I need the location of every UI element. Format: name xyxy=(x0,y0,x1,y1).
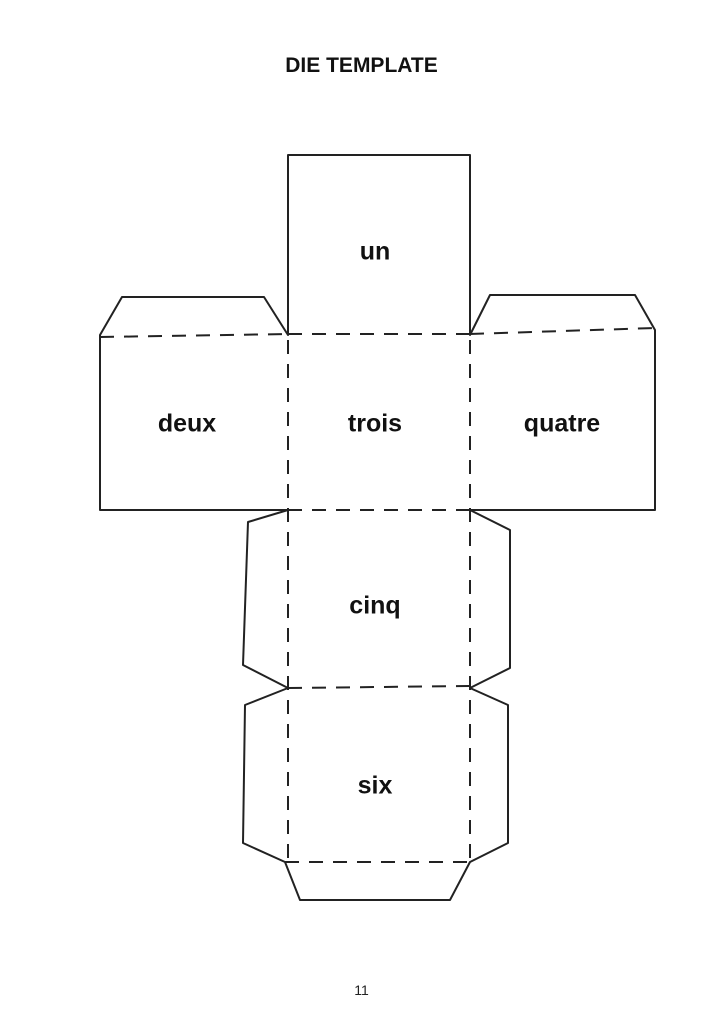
page-title: DIE TEMPLATE xyxy=(285,54,438,77)
page-number: 11 xyxy=(354,982,369,998)
face-label-left: deux xyxy=(157,409,217,438)
face-label-top: un xyxy=(359,237,391,266)
face-label-bottom: six xyxy=(357,771,393,800)
face-label-center: trois xyxy=(347,409,403,438)
face-label-right: quatre xyxy=(523,409,601,438)
fold-lines xyxy=(99,327,656,863)
face-label-lower: cinq xyxy=(349,591,401,620)
outline xyxy=(99,154,656,901)
